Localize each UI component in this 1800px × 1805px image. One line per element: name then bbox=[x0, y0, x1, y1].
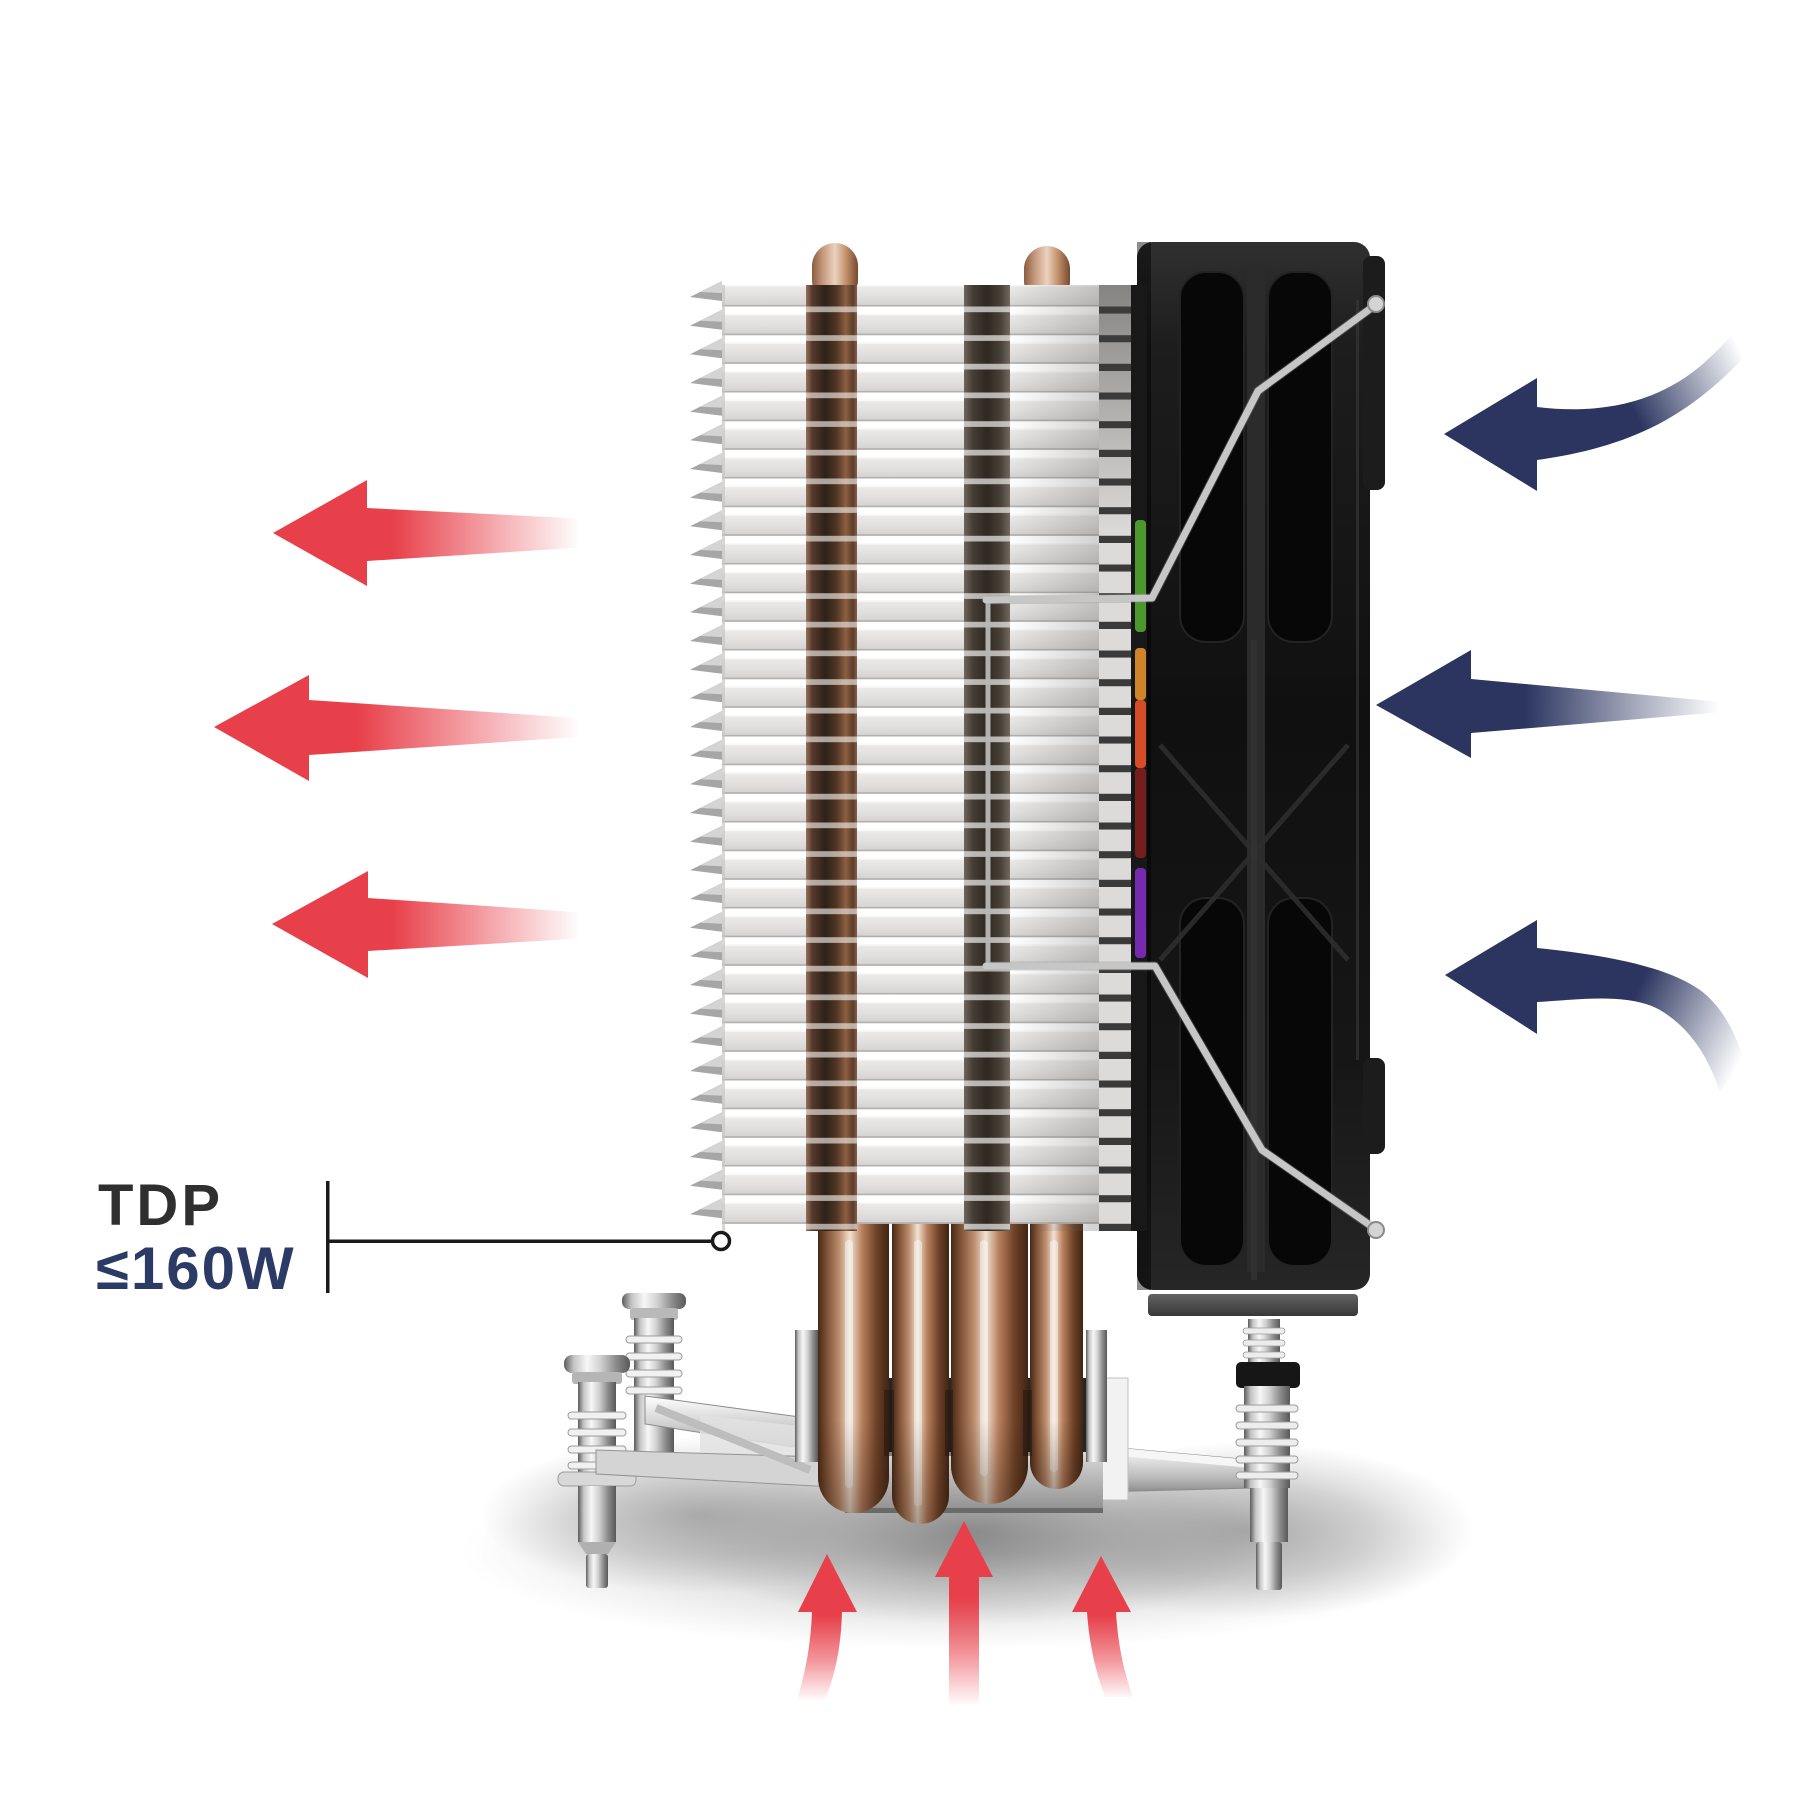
svg-text:≤160W: ≤160W bbox=[96, 1235, 296, 1302]
svg-text:TDP: TDP bbox=[98, 1173, 223, 1238]
